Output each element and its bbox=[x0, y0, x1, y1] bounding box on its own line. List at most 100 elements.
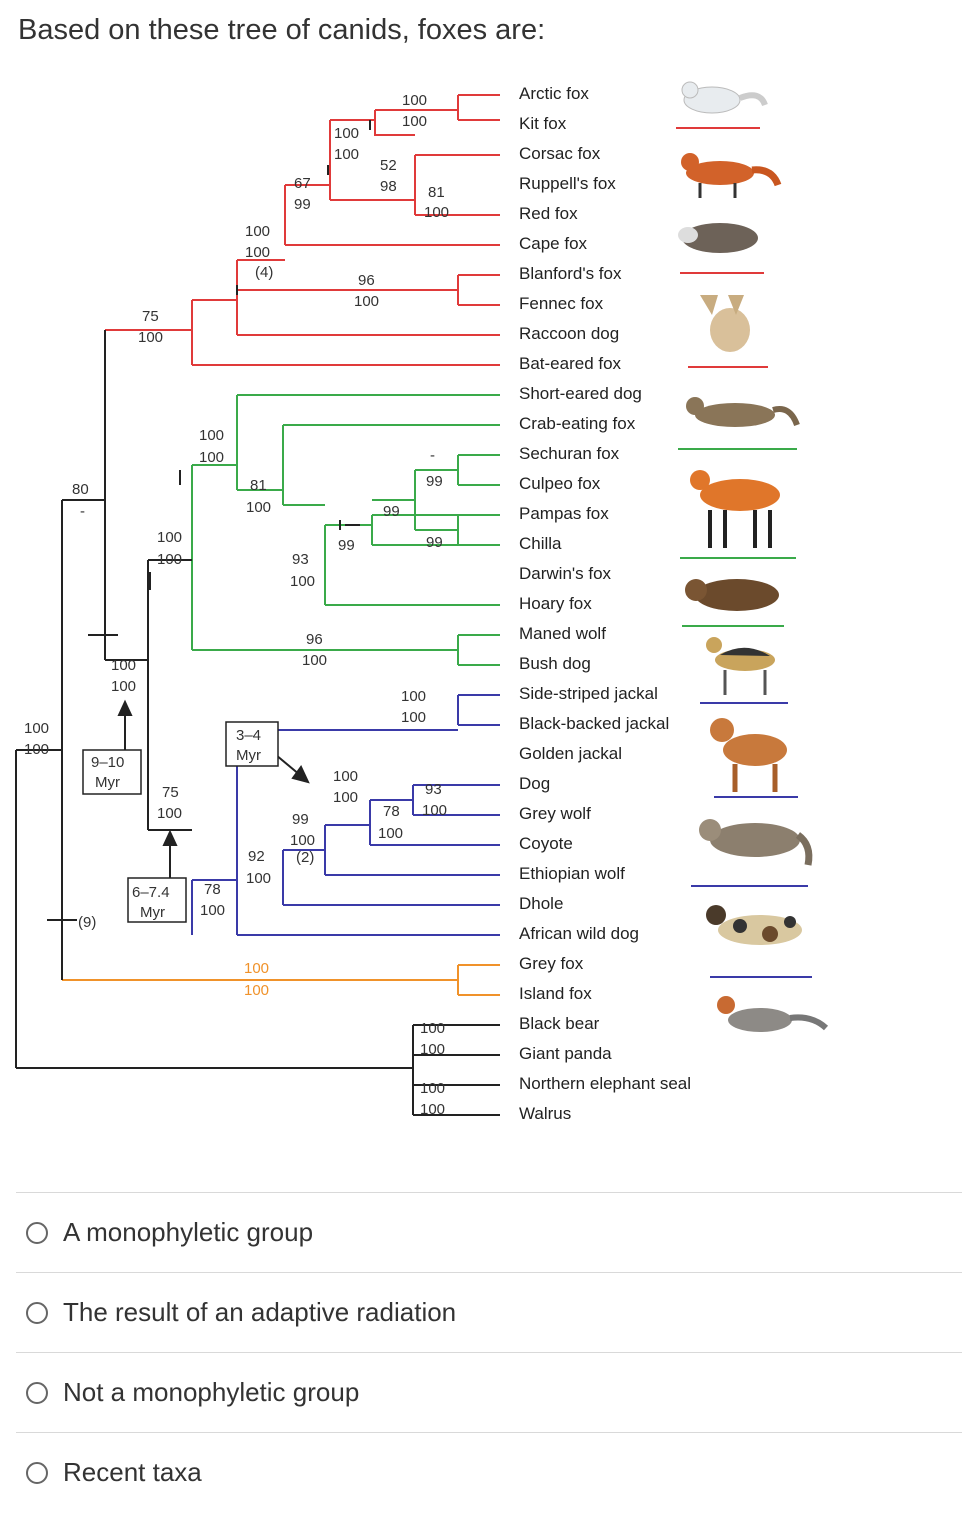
label-jackals-a: 100 bbox=[401, 688, 426, 705]
raccoon-dog-icon bbox=[678, 223, 764, 274]
label-root-80: 80 bbox=[72, 481, 89, 498]
label-blue75-a: 75 bbox=[162, 784, 179, 801]
label-dog-group-b: 100 bbox=[333, 789, 358, 806]
label-short-eared-a: 100 bbox=[199, 427, 224, 444]
jackal-icon bbox=[700, 637, 788, 704]
label-ruppell-red-b: 100 bbox=[424, 204, 449, 221]
label-dhole-a: 92 bbox=[248, 848, 265, 865]
label-wolf-eth-c: (2) bbox=[296, 849, 314, 866]
taxon-label: Blanford's fox bbox=[519, 264, 622, 283]
label-myr67-b: Myr bbox=[140, 904, 165, 921]
arctic-fox-icon bbox=[676, 81, 768, 129]
label-corsac-b: 100 bbox=[334, 146, 359, 163]
label-ruppell-red-a: 81 bbox=[428, 184, 445, 201]
label-vulpes-b: 100 bbox=[245, 244, 270, 261]
taxon-label: Coyote bbox=[519, 834, 573, 853]
green-clade bbox=[191, 394, 500, 666]
label-root-dash: - bbox=[80, 503, 85, 520]
label-arctic-kit-a: 100 bbox=[402, 92, 427, 109]
taxon-label: Side-striped jackal bbox=[519, 684, 658, 703]
label-blue78-a: 78 bbox=[204, 881, 221, 898]
radio-button[interactable] bbox=[26, 1221, 48, 1244]
option-recent-taxa[interactable]: Recent taxa bbox=[16, 1432, 962, 1512]
label-hoary-b: 100 bbox=[290, 573, 315, 590]
question-text: Based on these tree of canids, foxes are… bbox=[18, 14, 546, 46]
taxon-label: Fennec fox bbox=[519, 294, 604, 313]
orange-clade bbox=[62, 964, 500, 996]
taxon-label: Corsac fox bbox=[519, 144, 601, 163]
taxon-label: Bat-eared fox bbox=[519, 354, 622, 373]
option-label: The result of an adaptive radiation bbox=[63, 1297, 457, 1327]
taxon-label: Dhole bbox=[519, 894, 564, 913]
label-sa-99b: 99 bbox=[383, 503, 400, 520]
label-dog-group-a: 100 bbox=[333, 768, 358, 785]
label-sa-99a: 99 bbox=[426, 473, 443, 490]
myr-box-910 bbox=[82, 749, 142, 795]
taxon-label: Pampas fox bbox=[519, 504, 609, 523]
label-blanford-b: 100 bbox=[354, 293, 379, 310]
label-green-root-a: 100 bbox=[157, 529, 182, 546]
label-dog-coyote-a: 78 bbox=[383, 803, 400, 820]
bush-dog-icon bbox=[682, 579, 784, 627]
option-monophyletic[interactable]: A monophyletic group bbox=[16, 1192, 962, 1272]
taxon-label: Northern elephant seal bbox=[519, 1074, 692, 1093]
taxon-label: Grey fox bbox=[519, 954, 584, 973]
taxon-label: Island fox bbox=[519, 984, 592, 1003]
label-myr67-a: 6–7.4 bbox=[132, 884, 170, 901]
label-grey-count: (9) bbox=[78, 914, 96, 931]
radio-button[interactable] bbox=[26, 1381, 48, 1404]
radio-button[interactable] bbox=[26, 1461, 48, 1484]
taxon-label: Darwin's fox bbox=[519, 564, 612, 583]
red-clade bbox=[105, 94, 500, 366]
taxon-label: Arctic fox bbox=[519, 84, 589, 103]
taxon-label: Black-backed jackal bbox=[519, 714, 670, 733]
label-myr34-a: 3–4 bbox=[236, 727, 261, 744]
taxon-label: Maned wolf bbox=[519, 624, 606, 643]
dog-icon bbox=[710, 718, 798, 798]
label-sa-99d: 99 bbox=[338, 537, 355, 554]
taxon-label: Raccoon dog bbox=[519, 324, 620, 343]
backbone-lines bbox=[15, 120, 500, 1116]
label-canid-root-a: 100 bbox=[24, 720, 49, 737]
taxon-label: African wild dog bbox=[519, 924, 640, 943]
label-short-eared-b: 100 bbox=[199, 449, 224, 466]
label-bear-panda-a: 100 bbox=[420, 1020, 445, 1037]
label-sa-99c: 99 bbox=[426, 534, 443, 551]
label-green-root-b: 100 bbox=[157, 551, 182, 568]
option-label: A monophyletic group bbox=[63, 1217, 314, 1247]
answer-options: A monophyletic group The result of an ad… bbox=[16, 1192, 962, 1512]
label-blanford-a: 96 bbox=[358, 272, 375, 289]
label-jackals-b: 100 bbox=[401, 709, 426, 726]
label-hoary-a: 93 bbox=[292, 551, 309, 568]
label-seal-walrus-a: 100 bbox=[420, 1080, 445, 1097]
label-red-clade-a: 75 bbox=[142, 308, 159, 325]
label-arctic-kit-b: 100 bbox=[402, 113, 427, 130]
taxon-label: Culpeo fox bbox=[519, 474, 601, 493]
label-dog-wolf-b: 100 bbox=[422, 802, 447, 819]
label-cape-b: 99 bbox=[294, 196, 311, 213]
label-sa-crab-a: 81 bbox=[250, 477, 267, 494]
label-blue78-b: 100 bbox=[200, 902, 225, 919]
african-wild-dog-icon bbox=[706, 905, 812, 978]
option-not-monophyletic[interactable]: Not a monophyletic group bbox=[16, 1352, 962, 1432]
taxon-label: Bush dog bbox=[519, 654, 591, 673]
taxon-label: Black bear bbox=[519, 1014, 600, 1033]
label-dhole-b: 100 bbox=[246, 870, 271, 887]
taxon-label: Chilla bbox=[519, 534, 562, 553]
taxon-label: Sechuran fox bbox=[519, 444, 620, 463]
phylogenetic-tree: 100 100 100 100 52 98 81 100 67 99 100 1… bbox=[0, 70, 962, 1150]
label-sa-crab-b: 100 bbox=[246, 499, 271, 516]
label-myr34-b: Myr bbox=[236, 747, 261, 764]
taxon-label: Crab-eating fox bbox=[519, 414, 636, 433]
grey-fox-icon bbox=[717, 996, 829, 1032]
taxon-label: Red fox bbox=[519, 204, 578, 223]
option-adaptive-radiation[interactable]: The result of an adaptive radiation bbox=[16, 1272, 962, 1352]
myr-box-34 bbox=[225, 721, 279, 767]
label-corsac-a: 100 bbox=[334, 125, 359, 142]
radio-button[interactable] bbox=[26, 1301, 48, 1324]
label-south-red-a: 100 bbox=[111, 657, 136, 674]
myr-box-67 bbox=[127, 877, 187, 923]
label-south-red-b: 100 bbox=[111, 678, 136, 695]
label-dog-coyote-b: 100 bbox=[378, 825, 403, 842]
taxon-label: Short-eared dog bbox=[519, 384, 642, 403]
